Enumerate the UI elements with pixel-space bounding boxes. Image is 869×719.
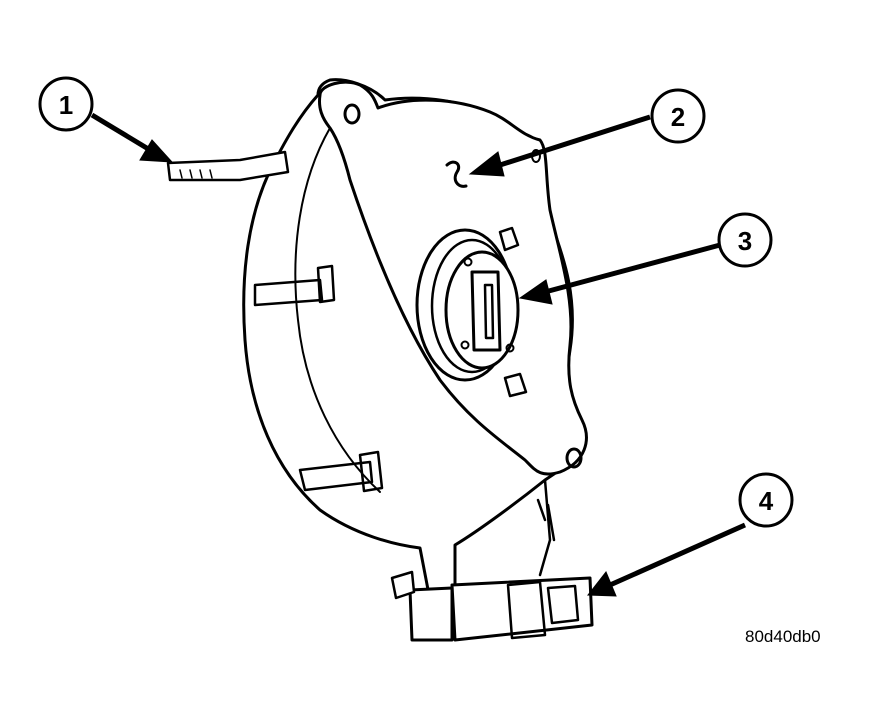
index-mark [445,160,468,188]
callout-1-circle [38,76,94,132]
connector-clip [390,570,416,600]
rotor-pin-right [505,343,515,353]
leader-4 [608,522,747,588]
rotor-slot [470,270,502,352]
callout-2-circle [650,88,706,144]
rotor-pin-top [463,257,473,267]
connector-housing [450,576,594,642]
callout-4-number: 4 [759,486,774,516]
rotor-slot-inner [483,283,495,340]
callout-4-circle [738,472,794,528]
leader-2 [499,114,651,168]
pigtail-lead-strands [179,169,213,179]
drum-band-upper [253,278,324,307]
arrowhead-1 [139,139,174,163]
rotor-tab-bottom [503,372,528,398]
callout-1-number: 1 [59,90,73,120]
callout-3-circle [717,212,773,268]
mounting-hole-bottom [565,447,583,469]
mounting-hole-top [343,103,361,125]
figure-id: 80d40db0 [745,627,821,646]
ribbon-lead [536,478,556,577]
drum-edge [294,127,381,493]
rotor-tab-top [498,226,520,252]
arrowhead-2 [468,151,505,177]
leader-1 [90,112,152,153]
drum-band-lower [298,460,374,492]
arrowhead-3 [518,279,553,305]
drum-band-lower-clip [358,450,384,493]
connector-body [408,586,454,642]
arrowhead-4 [587,571,617,597]
pigtail-lead [166,150,290,182]
callout-2-number: 2 [671,102,685,132]
leader-3 [544,242,721,295]
rotor-pin-bottom [460,340,470,350]
callout-3-number: 3 [738,226,752,256]
connector-latch [506,580,580,640]
drum-band-upper-clip [316,264,336,304]
